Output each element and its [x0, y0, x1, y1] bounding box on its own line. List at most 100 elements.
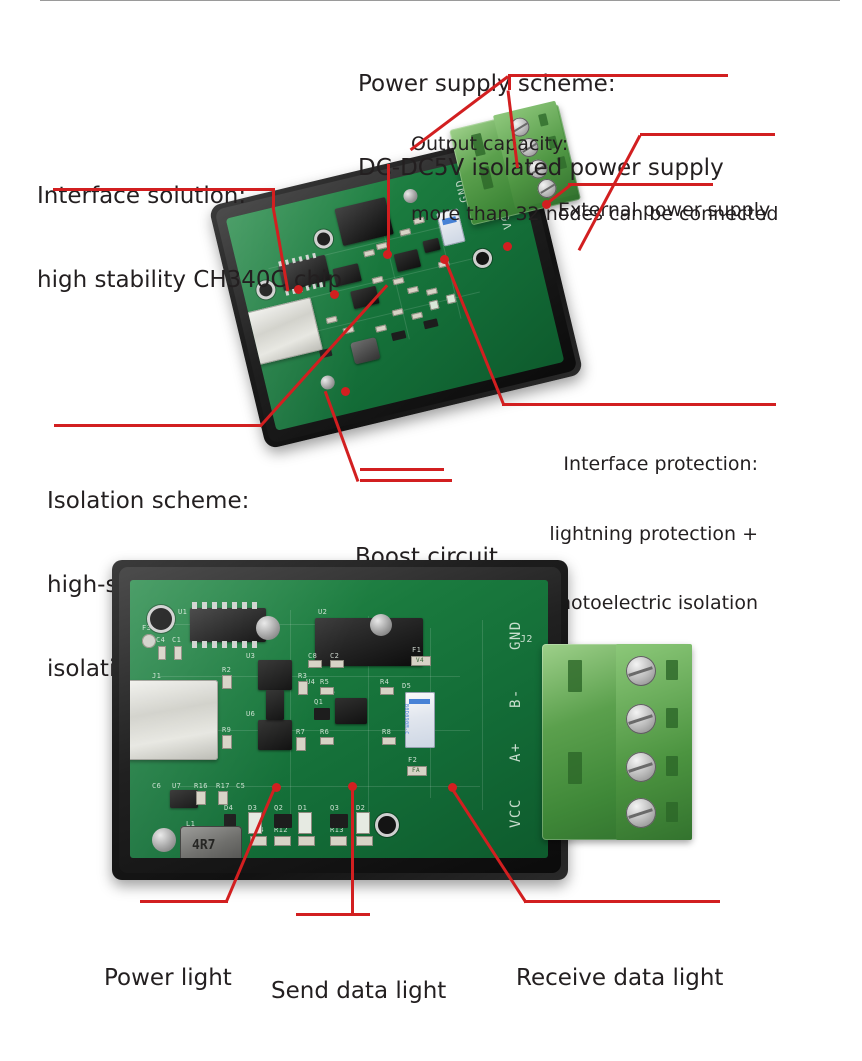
- led-d1-send: [298, 812, 312, 834]
- silk-r6: R6: [320, 728, 330, 736]
- tvs-component-d5: [405, 692, 435, 748]
- silk-r10: R10: [298, 826, 312, 834]
- ic-u6-optocoupler: [258, 720, 292, 750]
- leader-output-capacity-h: [640, 133, 775, 136]
- silk-d1: D1: [298, 804, 308, 812]
- page-root: GND B- A+ VCC Power supply scheme: DC-DC…: [0, 0, 862, 976]
- external-power-supply-line1: External power supply: [558, 199, 771, 222]
- leader-power-light-h: [140, 900, 228, 903]
- silk-u1: U1: [178, 608, 188, 616]
- ic-u2-dcdc: [315, 618, 423, 666]
- leader-interface-solution-h: [53, 188, 275, 191]
- ic-u3-optocoupler: [258, 660, 292, 690]
- leader-receive-light-h: [524, 900, 720, 903]
- silk-r17: R17: [216, 782, 230, 790]
- ic-u1: [190, 608, 266, 642]
- terminal-screw-bottom-2: [626, 704, 656, 734]
- top-divider-rule: [40, 0, 840, 1]
- receive-data-light-line1: Receive data light: [516, 965, 724, 992]
- board-screw-bottom-right: [370, 614, 392, 636]
- ic-u7: [170, 790, 198, 808]
- leader-dot-boost: [341, 387, 350, 396]
- silk-bminus-bottom: B-: [508, 688, 524, 708]
- silk-tvs-part: B0D090M-C: [403, 704, 409, 735]
- silk-q1: Q1: [314, 698, 324, 706]
- silk-j1: J1: [152, 672, 162, 680]
- led-d2-receive: [356, 812, 370, 834]
- silk-c6: C6: [152, 782, 162, 790]
- silk-q2: Q2: [274, 804, 284, 812]
- leader-power-supply-v2: [387, 164, 390, 256]
- silk-u5: U5: [326, 688, 336, 696]
- leader-isolation-h: [54, 424, 262, 427]
- isolation-scheme-line1: Isolation scheme:: [47, 488, 250, 515]
- ic-u5-bottom: [335, 698, 367, 724]
- leader-dot-send-light: [348, 782, 357, 791]
- leader-send-light-h: [296, 913, 370, 916]
- silk-f2-code: FA: [412, 767, 421, 774]
- silk-d4: D4: [224, 804, 234, 812]
- annotation-external-power-supply: External power supply: [558, 153, 770, 269]
- silk-u6: U6: [246, 710, 256, 718]
- leader-dot-interface-solution: [294, 285, 303, 294]
- pcb-board-bottom-view: U1 U2 U3 U6 U5 U4 U7 J1 D5 B0D090M: [112, 560, 777, 880]
- leader-dot-output-capacity: [503, 242, 512, 251]
- leader-dot-isolation: [330, 290, 339, 299]
- silk-c5: C5: [236, 782, 246, 790]
- leader-interface-solution-v: [272, 188, 275, 208]
- silk-r8: R8: [382, 728, 392, 736]
- silk-q3: Q3: [330, 804, 340, 812]
- annotation-interface-solution: Interface solution: high stability CH340…: [37, 126, 342, 350]
- silk-u4: U4: [306, 678, 316, 686]
- usb-type-b-connector-bottom: [130, 680, 218, 760]
- silk-gnd-bottom: GND: [508, 620, 524, 650]
- mounting-hole-bl: [150, 608, 172, 630]
- terminal-screw-bottom-4: [626, 798, 656, 828]
- silk-f2: F2: [408, 756, 418, 764]
- silk-r4: R4: [380, 678, 390, 686]
- inductor-4r7: [180, 826, 242, 858]
- leader-dot-receive-light: [448, 783, 457, 792]
- leader-power-supply-h: [508, 74, 728, 77]
- terminal-screw-bottom-3: [626, 752, 656, 782]
- leader-external-power-h: [568, 183, 713, 186]
- leader-dot-power-light: [272, 783, 281, 792]
- annotation-receive-data-light: Receive data light: [516, 908, 723, 1048]
- silk-u7: U7: [172, 782, 182, 790]
- screw-terminal-block-bottom: [542, 644, 692, 840]
- silk-c8: C8: [308, 652, 318, 660]
- interface-protection-line1: Interface protection:: [563, 453, 758, 476]
- pcb-substrate-bottom: U1 U2 U3 U6 U5 U4 U7 J1 D5 B0D090M: [130, 580, 548, 858]
- interface-solution-line1: Interface solution:: [37, 183, 247, 210]
- leader-tvs-underline: [360, 468, 444, 471]
- power-supply-scheme-line2: DC-DC5V isolated power supply: [358, 155, 724, 182]
- silk-f3: F3: [142, 624, 152, 632]
- silk-r3: R3: [298, 672, 308, 680]
- leader-dot-interface-protection: [440, 255, 449, 264]
- silk-r9: R9: [222, 726, 232, 734]
- annotation-power-light: Power light: [104, 908, 232, 1048]
- silk-r2: R2: [222, 666, 232, 674]
- fuse-f2: [407, 766, 427, 776]
- inductor-code-label: 4R7: [192, 838, 216, 853]
- leader-interface-protection-h: [502, 403, 776, 406]
- silk-u3: U3: [246, 652, 256, 660]
- send-data-light-line1: Send data light: [271, 978, 447, 1005]
- board-screw-bottom-left: [152, 828, 176, 852]
- silk-r12: R12: [274, 826, 288, 834]
- board-screw-bottom: [319, 374, 337, 391]
- silk-j2: J2: [520, 634, 533, 645]
- silk-r7: R7: [296, 728, 306, 736]
- leader-send-light-v: [351, 786, 354, 914]
- silk-u2: U2: [318, 608, 328, 616]
- silk-f1-code: V4: [416, 657, 425, 664]
- silk-l1: L1: [186, 820, 196, 828]
- leader-boost-h: [360, 479, 452, 482]
- fuse-f3: [142, 634, 156, 648]
- board-screw-bottom-center: [256, 616, 280, 640]
- boost-circuit-inductor: [350, 337, 381, 365]
- fuse-f1: [411, 656, 431, 666]
- leader-power-supply-v1: [508, 74, 511, 90]
- silk-vcc-bottom: VCC: [508, 798, 524, 828]
- silk-r13: R13: [330, 826, 344, 834]
